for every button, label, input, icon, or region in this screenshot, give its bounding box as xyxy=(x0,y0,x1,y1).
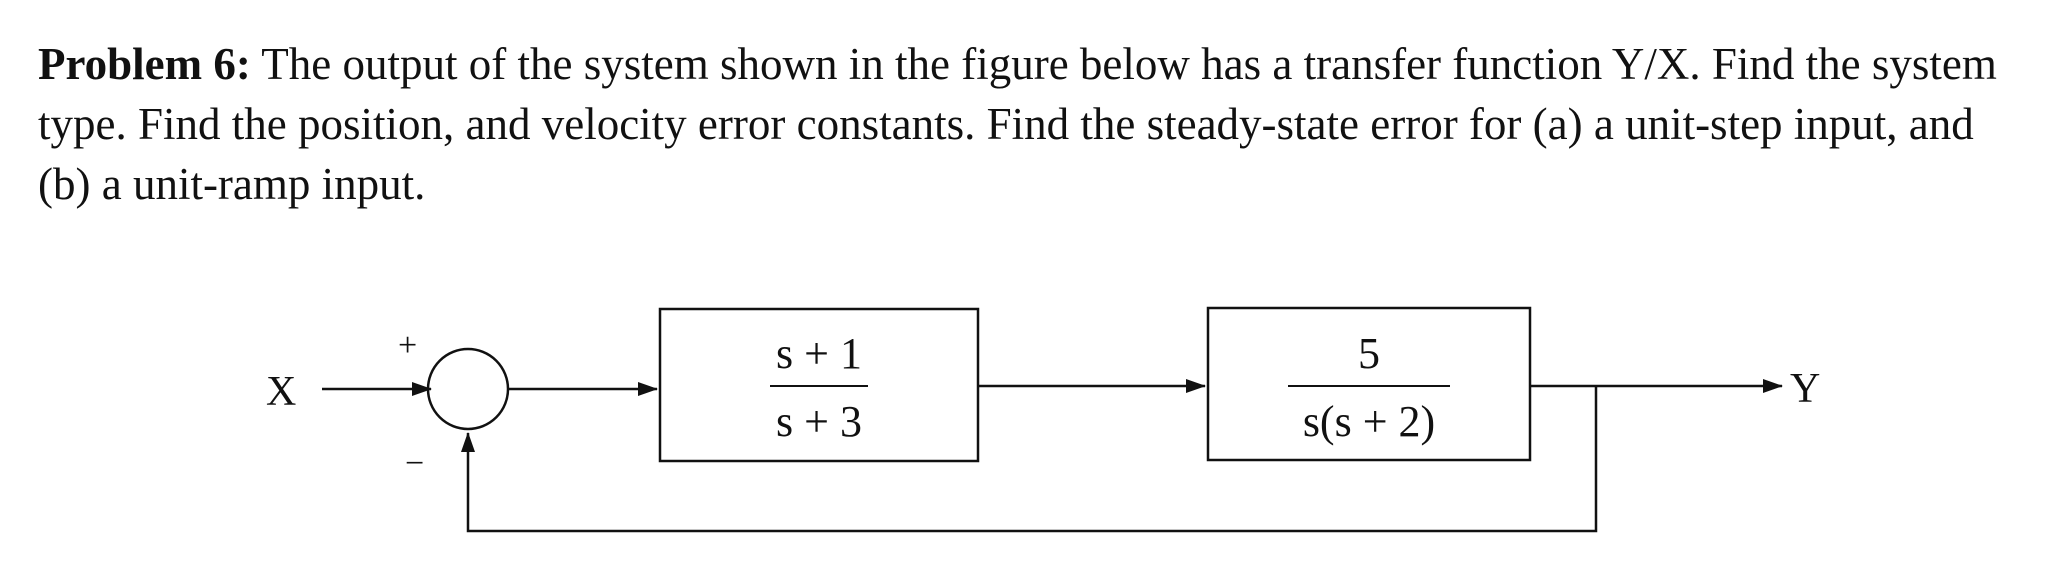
minus-sign: − xyxy=(405,445,424,482)
problem-statement: Problem 6: The output of the system show… xyxy=(38,34,2028,214)
feedback-path xyxy=(461,386,1598,533)
block2-denominator: s(s + 2) xyxy=(1303,397,1435,446)
plus-sign: + xyxy=(398,327,417,364)
block2-numerator: 5 xyxy=(1358,329,1380,378)
block1-denominator: s + 3 xyxy=(776,397,862,446)
output-label: Y xyxy=(1790,366,1820,412)
summing-junction xyxy=(426,347,510,431)
problem-body: The output of the system shown in the fi… xyxy=(38,39,1997,209)
problem-label: Problem 6: xyxy=(38,39,251,89)
transfer-block-2 xyxy=(1206,306,1532,462)
block1-numerator: s + 1 xyxy=(776,329,862,378)
input-label: X xyxy=(266,369,296,415)
